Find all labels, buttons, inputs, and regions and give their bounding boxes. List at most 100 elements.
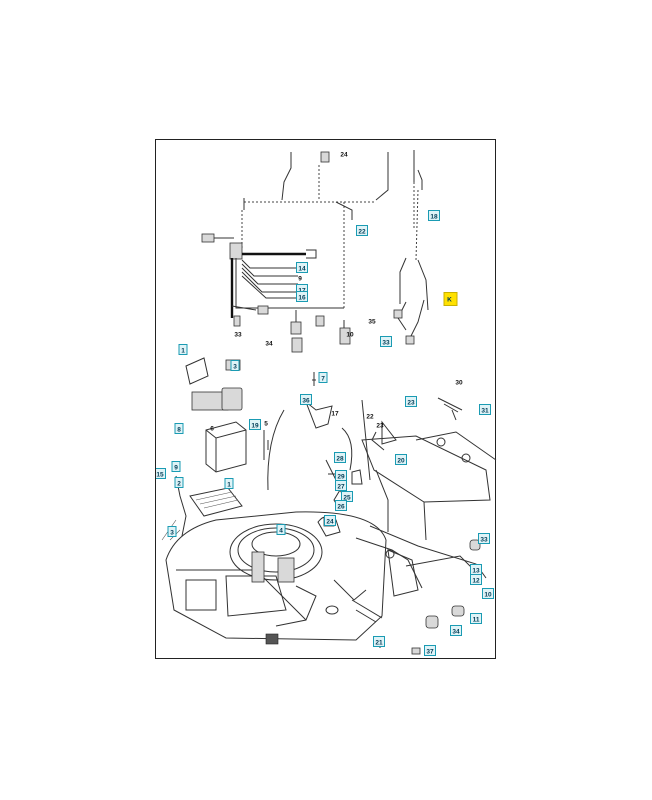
callout-label: 35 — [368, 318, 376, 325]
callout-label: K — [447, 297, 452, 304]
callout-34: 34 — [265, 340, 273, 347]
callout-21: 21 — [373, 636, 385, 647]
callout-box — [424, 645, 436, 656]
callout-box — [224, 478, 234, 489]
callout-box — [167, 526, 177, 537]
callout-label: 1 — [227, 481, 231, 488]
callout-label: 34 — [452, 628, 460, 635]
callout-label: 31 — [481, 407, 489, 414]
callout-box — [178, 344, 188, 355]
callout-label: 5 — [264, 420, 268, 427]
callout-18: 18 — [428, 210, 440, 221]
callout-29: 29 — [335, 470, 347, 481]
callout-1: 1 — [178, 344, 188, 355]
callout-24: 24 — [324, 515, 336, 526]
callout-label: 28 — [336, 455, 344, 462]
callout-16: 16 — [296, 291, 308, 302]
callout-box — [296, 291, 308, 302]
callout-label: 29 — [337, 473, 345, 480]
callout-box — [470, 613, 482, 624]
callout-label: 9 — [298, 275, 302, 282]
callout-label: 2 — [177, 480, 181, 487]
callout-box — [356, 225, 368, 236]
callout-box — [470, 574, 482, 585]
callout-box — [324, 515, 336, 526]
callout-10: 10 — [482, 588, 494, 599]
callout-34: 34 — [450, 625, 462, 636]
chassis-assembly — [161, 357, 497, 655]
callout-27: 27 — [335, 480, 347, 491]
callout-33: 33 — [234, 331, 242, 338]
callout-label: 14 — [298, 265, 306, 272]
callout-label: 34 — [265, 340, 273, 347]
callout-4: 4 — [276, 524, 286, 535]
callout-3: 3 — [167, 526, 177, 537]
callout-box — [450, 625, 462, 636]
callout-label: 8 — [177, 426, 181, 433]
callout-12: 12 — [470, 574, 482, 585]
callout-label: 1 — [181, 347, 185, 354]
callout-26: 26 — [335, 500, 347, 511]
callout-label: 22 — [358, 228, 366, 235]
callout-box — [276, 524, 286, 535]
callout-box — [373, 636, 385, 647]
callout-label: 3 — [233, 363, 237, 370]
callout-box — [482, 588, 494, 599]
callout-label: 3 — [170, 529, 174, 536]
callout-box — [296, 262, 308, 273]
callout-label: 24 — [340, 151, 348, 158]
callout-13: 13 — [470, 564, 482, 575]
callout-20: 20 — [395, 454, 407, 465]
callout-label: 9 — [174, 464, 178, 471]
callout-14: 14 — [296, 262, 308, 273]
callout-label: 10 — [484, 591, 492, 598]
callout-label: 4 — [279, 527, 283, 534]
callout-9: 9 — [171, 461, 181, 472]
callout-label: 26 — [337, 503, 345, 510]
callout-8: 8 — [174, 423, 184, 434]
callout-label: 17 — [331, 410, 339, 417]
callout-label: 23 — [376, 422, 384, 429]
callout-label: 15 — [156, 471, 164, 478]
callout-label: 10 — [346, 331, 354, 338]
callout-label: 13 — [472, 567, 480, 574]
callout-box — [335, 480, 347, 491]
callout-box — [156, 468, 166, 479]
callout-19: 19 — [249, 419, 261, 430]
callout-36: 36 — [300, 394, 312, 405]
callout-label: 17 — [298, 287, 306, 294]
callout-label: 22 — [366, 413, 374, 420]
callout-28: 28 — [334, 452, 346, 463]
callout-box — [171, 461, 181, 472]
diagram-frame: 24182214981716K3510333433137303617233122… — [155, 139, 497, 659]
callout-label: 24 — [326, 518, 334, 525]
callout-box — [249, 419, 261, 430]
callout-33: 33 — [380, 336, 392, 347]
callout-label: 27 — [337, 483, 345, 490]
callout-layer: 24182214981716K3510333433137303617233122… — [156, 151, 494, 656]
callout-31: 31 — [479, 404, 491, 415]
callout-35: 35 — [368, 318, 376, 325]
callout-label: 12 — [472, 577, 480, 584]
callout-24: 24 — [340, 151, 348, 158]
callout-box — [479, 404, 491, 415]
callout-label: 33 — [480, 536, 488, 543]
callout-label: 19 — [251, 422, 259, 429]
callout-box — [300, 394, 312, 405]
callout-label: 25 — [343, 494, 351, 501]
callout-label: 33 — [382, 339, 390, 346]
callout-K-highlight: K — [443, 292, 458, 306]
callout-3: 3 — [230, 360, 240, 371]
callout-box — [395, 454, 407, 465]
callout-label: 37 — [426, 648, 434, 655]
callout-label: 36 — [302, 397, 310, 404]
callout-label: 23 — [407, 399, 415, 406]
callout-17: 17 — [331, 410, 339, 417]
callout-11: 11 — [470, 613, 482, 624]
callout-30: 30 — [455, 379, 463, 386]
callout-label: 30 — [455, 379, 463, 386]
callout-box — [405, 396, 417, 407]
callout-box — [380, 336, 392, 347]
callout-box — [318, 372, 328, 383]
callout-box — [478, 533, 490, 544]
